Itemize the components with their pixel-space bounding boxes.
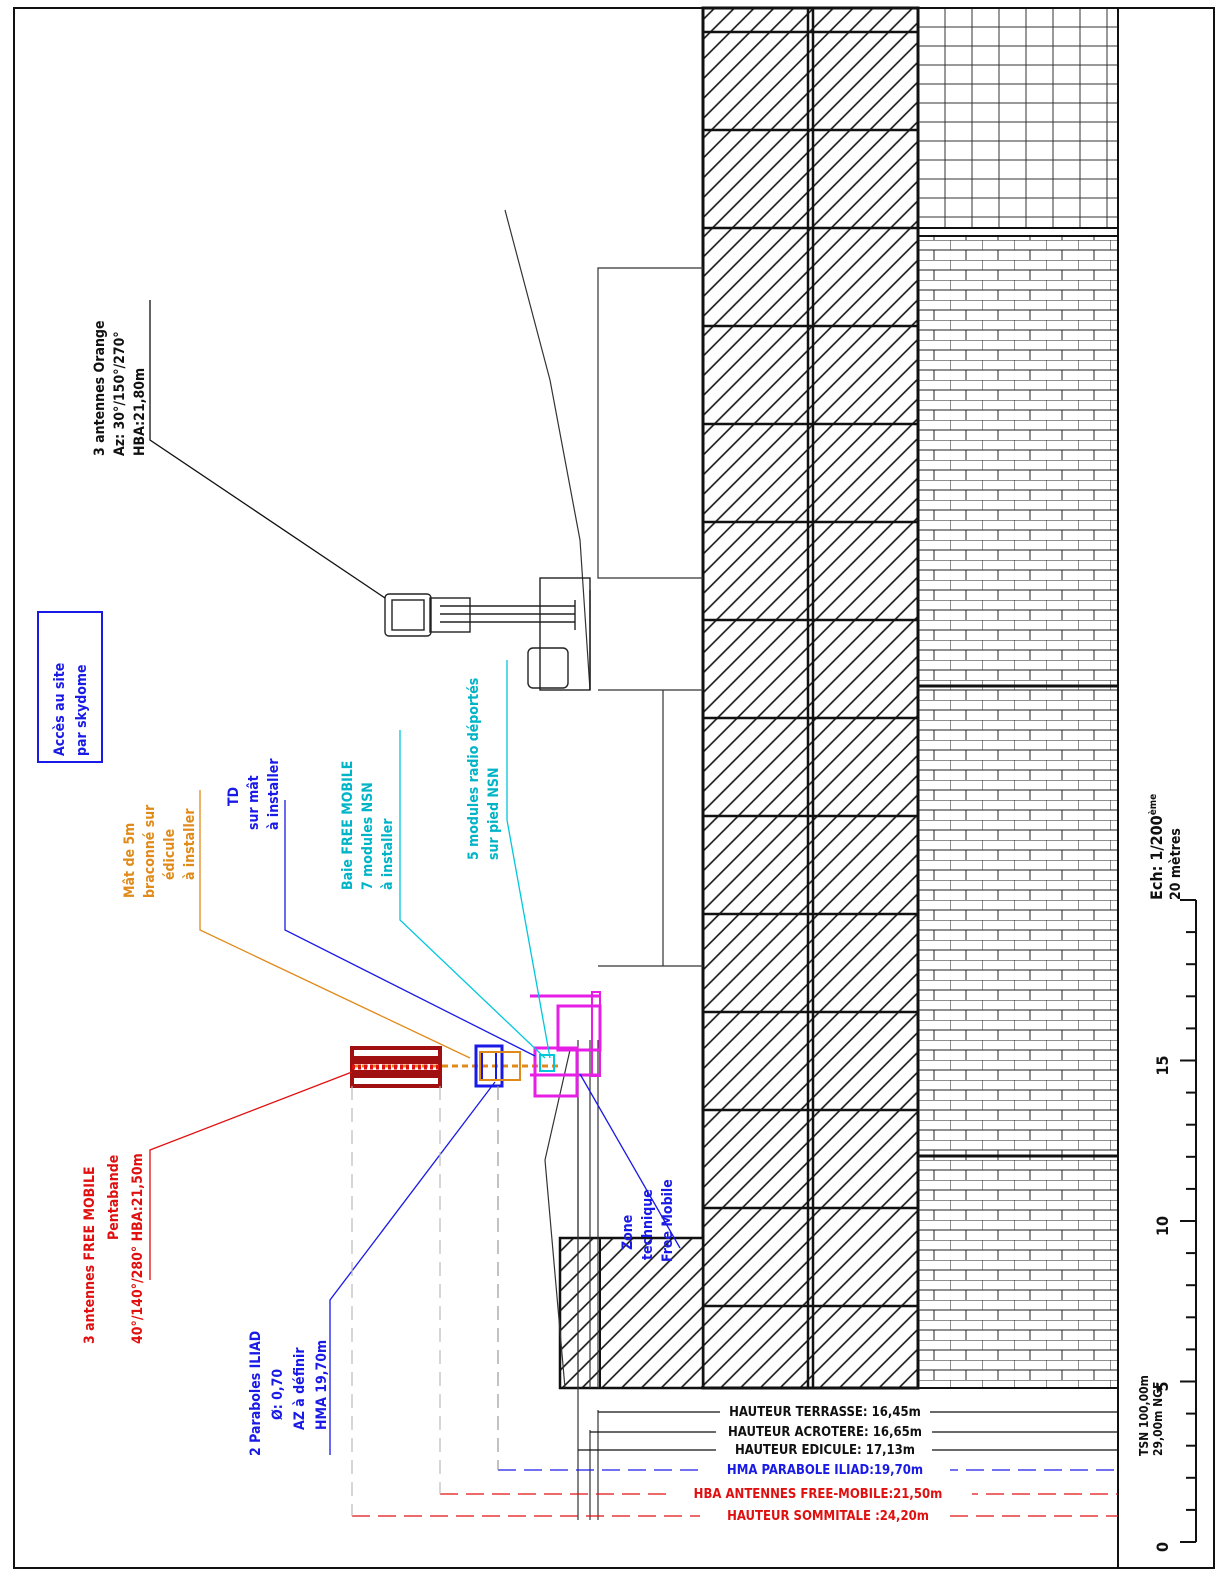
mat-line-3: édicule: [162, 829, 178, 880]
zone-line-3: Free Mobile: [660, 1179, 676, 1262]
zone-line-2: technique: [640, 1189, 656, 1260]
annotation-orange-antennas: 3 antennes Orange Az: 30°/150°/270° HBA:…: [92, 321, 148, 457]
reference-line-2: 29,00m NGF: [1151, 1382, 1165, 1456]
td-line-1: TD: [226, 787, 242, 806]
label-sommitale: HAUTEUR SOMMITALE :24,20m: [727, 1509, 929, 1524]
label-edicule: HAUTEUR EDICULE: 17,13m: [735, 1443, 915, 1458]
mat-line-4: à installer: [182, 808, 198, 880]
height-labels: HAUTEUR TERRASSE: 16,45m HAUTEUR ACROTER…: [666, 1403, 972, 1524]
annotation-free-antennas: 3 antennes FREE MOBILE Pentabande 40°/14…: [82, 1153, 146, 1344]
free-line-2: Pentabande: [106, 1155, 122, 1240]
td-line-2: sur mât: [246, 775, 262, 830]
label-terrasse: HAUTEUR TERRASSE: 16,45m: [729, 1405, 921, 1420]
orange-line-1: 3 antennes Orange: [92, 321, 108, 457]
annotation-td: TD sur mât à installer: [226, 758, 282, 830]
label-acrotere: HAUTEUR ACROTERE: 16,65m: [728, 1425, 922, 1440]
radio-line-2: sur pied NSN: [486, 768, 502, 861]
free-mobile-mast: [350, 991, 602, 1098]
glazed-panel: [917, 7, 1119, 229]
annotation-baie: Baie FREE MOBILE 7 modules NSN à install…: [340, 761, 396, 890]
radio-line-1: 5 modules radio déportés: [466, 678, 482, 860]
scale-unit: 20 mètres: [1168, 828, 1184, 900]
free-line-3: 40°/140°/280° HBA:21,50m: [130, 1153, 146, 1344]
brick-wall: [917, 235, 1119, 1389]
annotation-paraboles: 2 Paraboles ILIAD Ø: 0,70 AZ à définir H…: [248, 1331, 330, 1456]
label-parabole: HMA PARABOLE ILIAD:19,70m: [727, 1463, 923, 1478]
leader-lines: [149, 300, 681, 1455]
scale-bar: [1180, 899, 1197, 1543]
orange-antenna-mast: [384, 577, 591, 691]
annotation-access: Accès au site par skydome: [52, 663, 90, 756]
sheet-frame: [13, 7, 1215, 1569]
td-line-3: à installer: [266, 758, 282, 830]
free-line-1: 3 antennes FREE MOBILE: [82, 1166, 98, 1344]
baie-line-3: à installer: [380, 818, 396, 890]
parabole-line-3: AZ à définir: [292, 1347, 308, 1430]
mat-line-2: braconné sur: [142, 804, 158, 898]
annotation-zone-technique: Zone technique Free Mobile: [620, 1179, 676, 1262]
scale-tick-label: 5: [1153, 1381, 1172, 1391]
baie-line-1: Baie FREE MOBILE: [340, 761, 356, 890]
parabole-line-2: Ø: 0,70: [270, 1369, 286, 1420]
scale-tick-labels: 0 5 10 15: [1153, 1055, 1172, 1552]
reference-level: TSN 100,00m 29,00m NGF: [1137, 1375, 1165, 1456]
building-facade: [558, 6, 1119, 1568]
roof-outline: [504, 209, 703, 1520]
label-hba-free: HBA ANTENNES FREE-MOBILE:21,50m: [694, 1487, 943, 1502]
access-line-2: par skydome: [74, 664, 90, 756]
baie-line-2: 7 modules NSN: [360, 782, 376, 890]
scale-tick-label: 0: [1153, 1542, 1172, 1552]
annotation-radio-modules: 5 modules radio déportés sur pied NSN: [466, 678, 502, 860]
orange-line-3: HBA:21,80m: [132, 368, 148, 456]
parabole-line-4: HMA 19,70m: [314, 1340, 330, 1430]
parabole-line-1: 2 Paraboles ILIAD: [248, 1331, 264, 1456]
scale-caption: Ech: 1/200ème 20 mètres: [1147, 794, 1184, 900]
scale-tick-label: 10: [1153, 1216, 1172, 1236]
scale-tick-label: 15: [1153, 1055, 1172, 1075]
orange-line-2: Az: 30°/150°/270°: [112, 331, 128, 456]
mat-line-1: Mât de 5m: [122, 823, 138, 898]
zone-line-1: Zone: [620, 1215, 636, 1250]
scale-ratio: Ech: 1/200ème: [1147, 794, 1166, 900]
reference-line-1: TSN 100,00m: [1137, 1375, 1151, 1456]
access-note-box: [37, 611, 103, 763]
annotation-mat: Mât de 5m braconné sur édicule à install…: [122, 804, 198, 898]
access-line-1: Accès au site: [52, 663, 68, 756]
